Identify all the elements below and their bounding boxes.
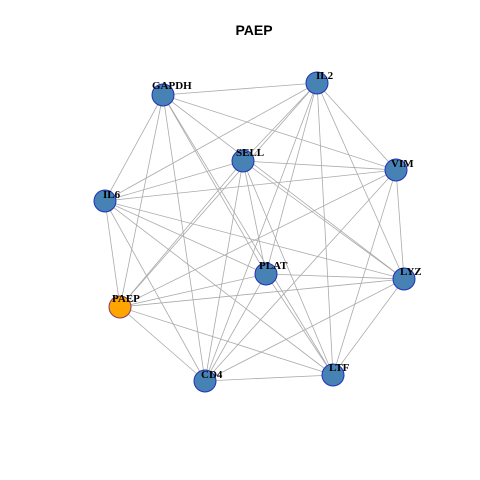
edge-il2-paep [119, 82, 318, 308]
edge-lyz-paep [119, 278, 405, 308]
edge-lyz-cd4 [204, 278, 405, 382]
edge-sell-plat [242, 160, 267, 275]
edge-il2-cd4 [204, 82, 318, 382]
edge-vim-ltf [332, 169, 397, 376]
node-label-gapdh: GAPDH [152, 80, 192, 92]
node-plat[interactable] [254, 262, 278, 286]
node-vim[interactable] [384, 158, 408, 182]
node-il6[interactable] [93, 189, 117, 213]
edge-lyz-ltf [332, 278, 405, 376]
edge-paep-ltf [119, 306, 334, 376]
node-ltf[interactable] [321, 363, 345, 387]
edge-plat-cd4 [204, 273, 267, 382]
node-label-sell: SELL [236, 147, 264, 159]
node-lyz[interactable] [392, 267, 416, 291]
graph-title: PAEP [235, 22, 272, 38]
node-label-il6: IL6 [103, 189, 121, 201]
edge-cd4-ltf [204, 374, 334, 382]
edge-layer [104, 82, 405, 382]
edge-vim-paep [119, 169, 397, 308]
edge-gapdh-plat [162, 94, 267, 275]
edge-sell-ltf [242, 160, 334, 376]
node-sell[interactable] [231, 149, 255, 173]
edge-sell-il6 [104, 160, 244, 202]
node-label-lyz: LYZ [400, 266, 422, 278]
edge-gapdh-ltf [162, 94, 334, 376]
edge-il2-ltf [316, 82, 334, 376]
edge-plat-ltf [265, 273, 334, 376]
node-label-ltf: LTF [329, 362, 350, 374]
node-label-cd4: CD4 [201, 369, 223, 381]
edge-plat-paep [119, 273, 267, 308]
edge-sell-cd4 [204, 160, 244, 382]
node-layer [93, 71, 416, 393]
edge-vim-lyz [395, 169, 405, 280]
edge-il2-vim [316, 82, 397, 171]
edge-plat-lyz [265, 273, 405, 280]
edge-il2-il6 [104, 82, 318, 202]
edge-il2-lyz [316, 82, 405, 280]
edge-gapdh-cd4 [162, 94, 206, 382]
edge-il6-plat [104, 200, 267, 275]
edge-gapdh-paep [119, 94, 164, 308]
edge-il6-ltf [104, 200, 334, 376]
edge-gapdh-vim [162, 94, 397, 171]
edge-vim-il6 [104, 169, 397, 202]
edge-il2-plat [265, 82, 318, 275]
edge-il6-cd4 [104, 200, 206, 382]
node-il2[interactable] [305, 71, 329, 95]
edge-gapdh-lyz [162, 94, 405, 280]
edge-il6-lyz [104, 200, 405, 280]
edge-gapdh-il6 [104, 94, 164, 202]
edge-il2-sell [242, 82, 318, 162]
node-paep[interactable] [108, 295, 132, 319]
node-cd4[interactable] [193, 369, 217, 393]
edge-sell-lyz [242, 160, 405, 280]
edge-gapdh-il2 [162, 82, 318, 96]
edge-sell-paep [119, 160, 244, 308]
edge-il6-paep [104, 200, 121, 308]
edge-paep-cd4 [119, 306, 206, 382]
edge-sell-vim [242, 160, 397, 171]
node-label-il2: IL2 [316, 70, 334, 82]
node-label-vim: VIM [391, 158, 414, 170]
node-label-plat: PLAT [259, 260, 288, 272]
node-label-paep: PAEP [112, 293, 140, 305]
node-gapdh[interactable] [151, 83, 175, 107]
